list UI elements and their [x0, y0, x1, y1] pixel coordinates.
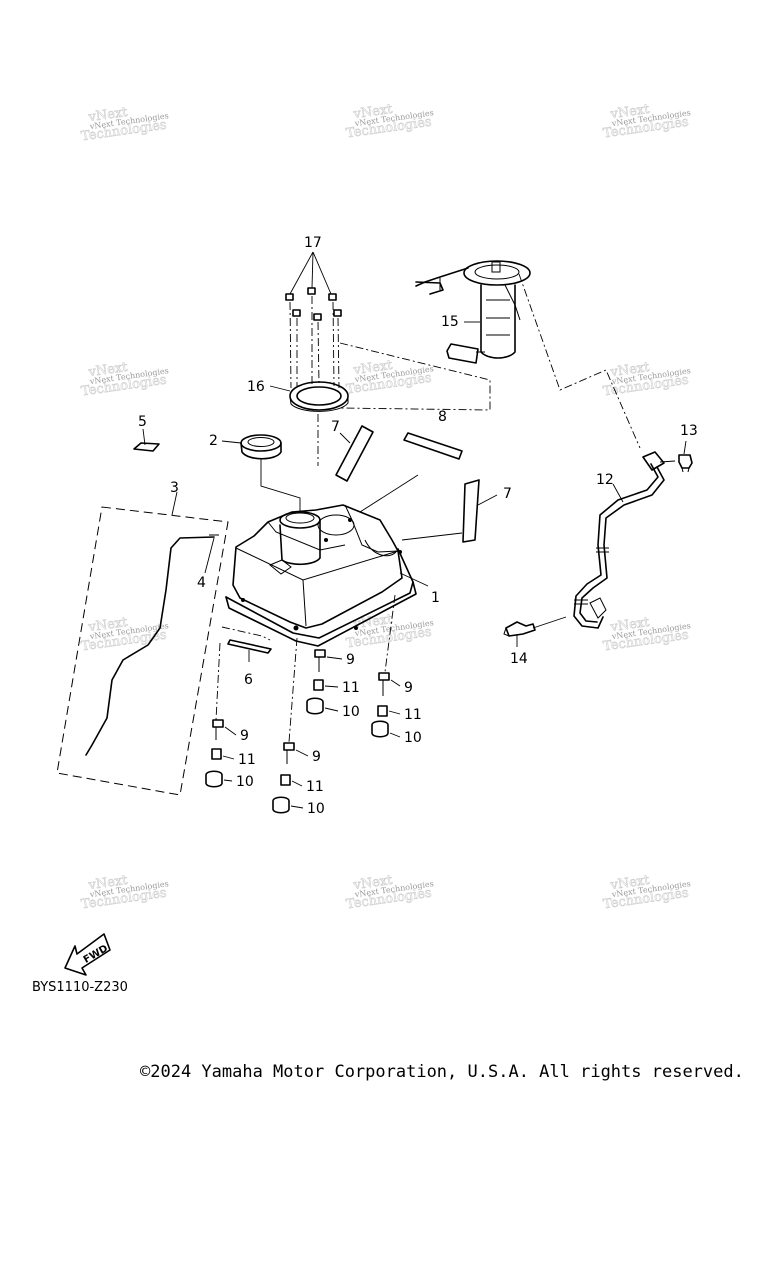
assembly-lines	[260, 273, 641, 512]
callout-9-front-center: 9	[312, 749, 321, 765]
callout-10-front-left: 10	[236, 774, 254, 790]
part-1-fuel-tank	[225, 504, 417, 647]
mount-hardware-front-left	[205, 642, 224, 788]
callout-8: 8	[438, 409, 447, 425]
svg-text:vNext: vNext	[87, 360, 129, 381]
svg-text:vNext: vNext	[609, 102, 651, 123]
watermark: vNext Technologies vNext Technologies	[80, 360, 169, 400]
callout-13: 13	[680, 423, 698, 439]
callout-10-front-center: 10	[307, 801, 325, 817]
svg-text:vNext: vNext	[87, 873, 129, 894]
mount-hardware-front-center	[272, 637, 298, 814]
watermark: vNext Technologies vNext Technologies	[602, 873, 691, 913]
part-5-pad	[133, 442, 160, 452]
part-2-fuel-cap	[240, 434, 282, 460]
watermark: vNext Technologies vNext Technologies	[80, 615, 169, 655]
callout-2: 2	[209, 433, 218, 449]
part-13-clip	[678, 454, 693, 473]
part-6-damper	[221, 626, 272, 654]
bolt	[285, 293, 294, 389]
callout-9-mid: 9	[346, 652, 355, 668]
svg-text:vNext: vNext	[87, 105, 129, 126]
hardware-leaders	[222, 656, 401, 809]
mount-hardware-rear	[371, 594, 396, 738]
mount-hardware-mid	[306, 649, 326, 715]
watermark: vNext Technologies vNext Technologies	[602, 615, 691, 655]
svg-text:vNext: vNext	[87, 615, 129, 636]
callout-7-right: 7	[503, 486, 512, 502]
callout-15: 15	[441, 314, 459, 330]
watermark: vNext Technologies vNext Technologies	[345, 873, 434, 913]
callout-14: 14	[510, 651, 528, 667]
callout-10-rear: 10	[404, 730, 422, 746]
svg-text:vNext: vNext	[352, 358, 394, 379]
watermark: vNext Technologies vNext Technologies	[602, 360, 691, 400]
callout-11-front-center: 11	[306, 779, 324, 795]
callout-5: 5	[138, 414, 147, 430]
part-8-damper	[403, 432, 463, 460]
watermarks: vNext Technologies vNext Technologies vN…	[80, 102, 691, 913]
callout-6: 6	[244, 672, 253, 688]
callout-3: 3	[170, 480, 179, 496]
part-14-bracket	[503, 621, 536, 637]
bolt	[328, 293, 337, 387]
svg-text:vNext: vNext	[352, 873, 394, 894]
bolt	[292, 309, 301, 386]
callout-9-front-left: 9	[240, 728, 249, 744]
bolt	[307, 287, 316, 384]
part-3-breather-hose-assembly	[56, 506, 229, 796]
callout-11-front-left: 11	[238, 752, 256, 768]
callout-16: 16	[247, 379, 265, 395]
watermark: vNext Technologies vNext Technologies	[345, 102, 434, 142]
watermark: vNext Technologies vNext Technologies	[345, 358, 434, 398]
watermark: vNext Technologies vNext Technologies	[80, 105, 169, 145]
diagram-code: BYS1110-Z230	[32, 980, 128, 995]
part-15-fuel-pump	[415, 260, 531, 364]
svg-text:vNext: vNext	[352, 102, 394, 123]
part-12-fuel-hose	[573, 451, 665, 629]
part-7-damper-right	[462, 479, 480, 543]
part-17-bolts	[285, 287, 342, 389]
callout-9-rear: 9	[404, 680, 413, 696]
callout-17: 17	[304, 235, 322, 251]
fwd-direction-arrow: FWD	[64, 933, 111, 976]
callout-4: 4	[197, 575, 206, 591]
callout-11-rear: 11	[404, 707, 422, 723]
callout-10-mid: 10	[342, 704, 360, 720]
callout-7-upper: 7	[331, 419, 340, 435]
part-7-damper-upper	[335, 425, 374, 482]
svg-text:vNext: vNext	[609, 615, 651, 636]
callout-1: 1	[431, 590, 440, 606]
watermark: vNext Technologies vNext Technologies	[80, 873, 169, 913]
copyright-notice: ©2024 Yamaha Motor Corporation, U.S.A. A…	[140, 1062, 744, 1082]
leader-lines	[142, 251, 687, 662]
callout-12: 12	[596, 472, 614, 488]
svg-text:vNext: vNext	[609, 873, 651, 894]
callouts: 17 15 16 7 8 5 2 13 12 3 7 4 1 14 9 6 11…	[138, 235, 698, 817]
callout-11-mid: 11	[342, 680, 360, 696]
svg-text:vNext: vNext	[609, 360, 651, 381]
bolt	[333, 309, 342, 389]
watermark: vNext Technologies vNext Technologies	[602, 102, 691, 142]
bolt	[313, 313, 322, 385]
